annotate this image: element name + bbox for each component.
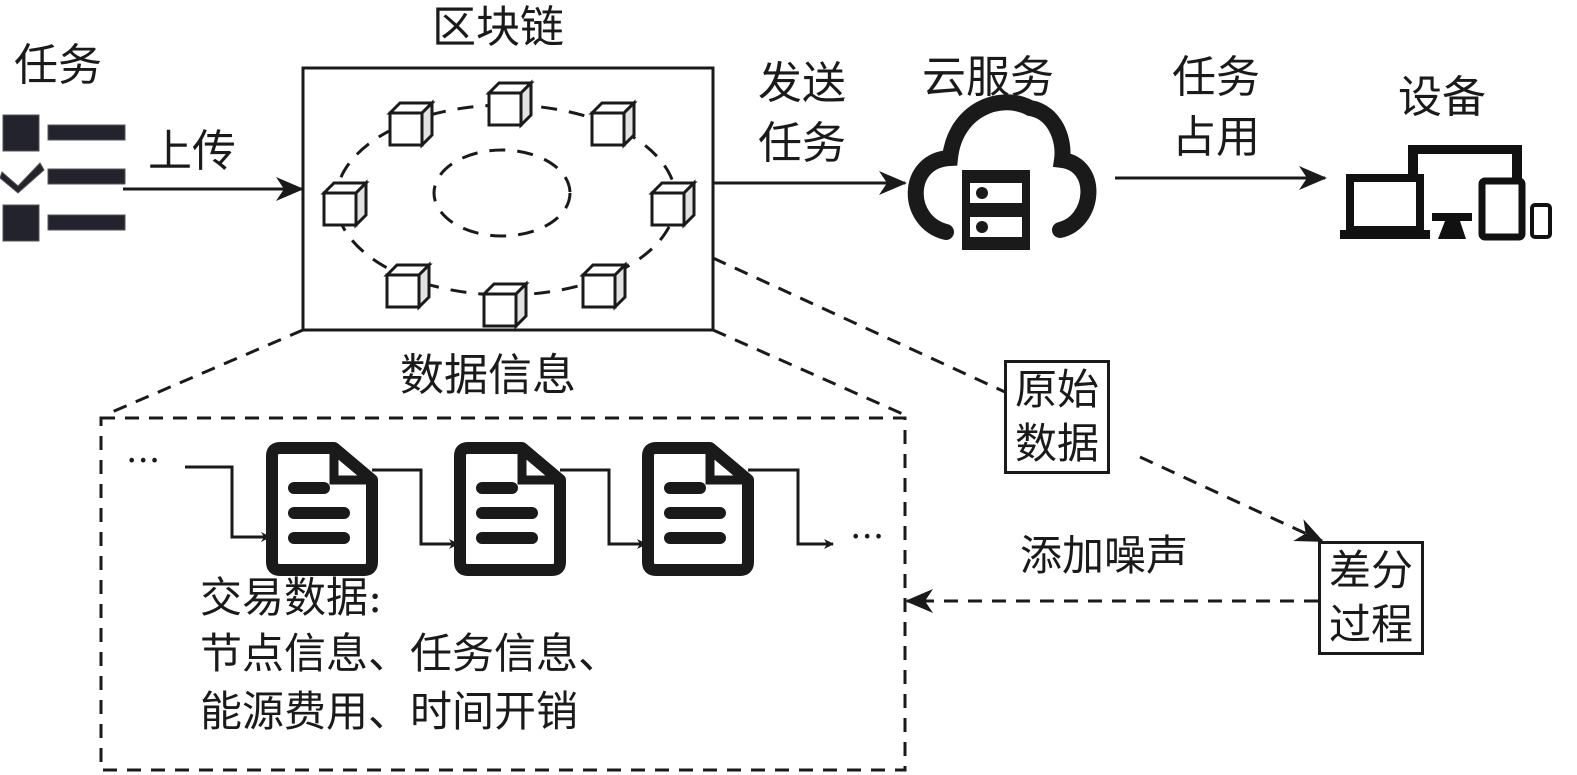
task-label: 任务 <box>14 40 102 91</box>
block-cube-icon <box>386 99 436 149</box>
block-cube-icon <box>383 261 433 311</box>
data-info-label: 数据信息 <box>400 350 576 401</box>
blockchain-cubes-icon <box>320 79 698 330</box>
task-checklist-icon <box>0 114 126 242</box>
document-fold <box>329 448 372 485</box>
block-cube-icon <box>588 99 638 149</box>
devices-icon <box>1340 145 1552 241</box>
chain-connector-arrow <box>748 468 834 549</box>
upload-label: 上传 <box>148 126 236 177</box>
transaction-line2: 能源费用、时间开销 <box>200 687 579 736</box>
cloud-server-icon <box>907 94 1097 250</box>
cloud-service-label: 云服务 <box>922 52 1054 103</box>
raw-data-connector <box>712 256 1006 394</box>
chain-ellipsis-left: ··· <box>126 441 161 482</box>
chain-connector-arrow <box>185 465 271 542</box>
transaction-line1: 节点信息、任务信息、 <box>200 629 621 678</box>
document-fold <box>517 448 560 485</box>
raw-data-line2: 数据 <box>1015 419 1100 468</box>
chain-connector-arrow <box>372 468 459 549</box>
raw-data-box: 原始 数据 <box>1004 360 1111 474</box>
zoom-line-left <box>104 328 304 417</box>
chain-ellipsis-right: ··· <box>850 517 885 558</box>
block-cube-icon <box>648 179 698 229</box>
send-task-label-line1: 发送 <box>758 58 846 109</box>
block-cube-icon <box>579 261 629 311</box>
block-cube-icon <box>485 79 535 129</box>
add-noise-label: 添加噪声 <box>1020 531 1189 580</box>
document-fold <box>705 448 748 485</box>
document-chain <box>185 442 834 576</box>
raw-data-line1: 原始 <box>1015 365 1100 414</box>
data-info-box <box>99 416 907 772</box>
devices-label: 设备 <box>1398 72 1486 123</box>
task-occupy-label-line2: 占用 <box>1172 112 1260 163</box>
send-task-label-line2: 任务 <box>758 118 846 169</box>
blockchain-label: 区块链 <box>432 2 564 53</box>
zoom-line-right <box>712 328 906 417</box>
diff-process-line1: 差分 <box>1329 546 1414 595</box>
block-cube-icon <box>320 179 370 229</box>
diff-process-box: 差分 过程 <box>1318 541 1425 655</box>
task-occupy-label-line1: 任务 <box>1172 52 1260 103</box>
diff-process-line2: 过程 <box>1329 600 1414 649</box>
raw-to-diff-arrow <box>1139 455 1324 543</box>
blockchain-inner-ring <box>432 148 572 238</box>
block-cube-icon <box>480 280 530 330</box>
transaction-title: 交易数据: <box>200 573 383 622</box>
chain-connector-arrow <box>560 468 647 549</box>
